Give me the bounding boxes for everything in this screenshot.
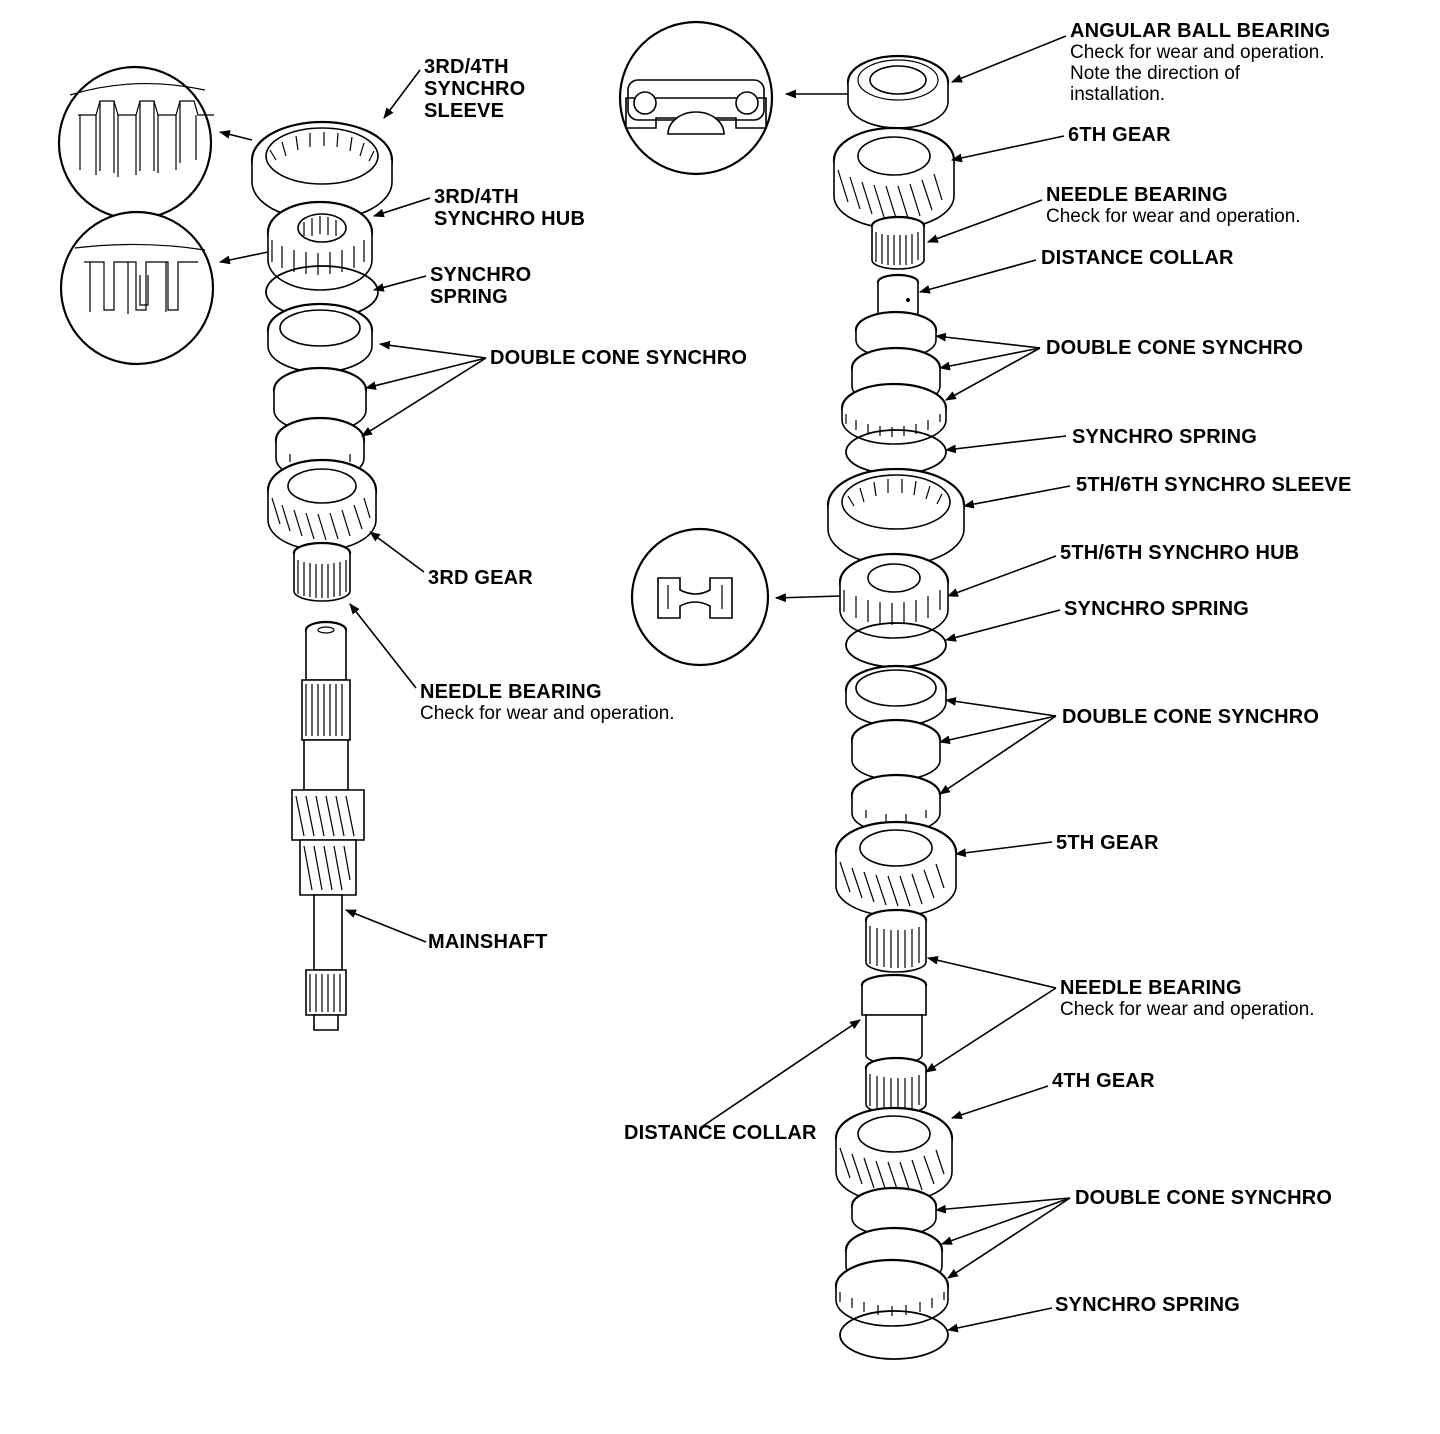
hub-teeth-detail-icon bbox=[59, 210, 215, 366]
label-note: Check for wear and operation. bbox=[1060, 999, 1315, 1020]
sleeve-teeth-detail-icon bbox=[57, 65, 214, 221]
label-synchro-spring-3: SYNCHRO SPRING bbox=[1055, 1294, 1240, 1316]
label-distance-collar-top: DISTANCE COLLAR bbox=[1041, 247, 1234, 269]
double-cone-synchro-left-icon bbox=[266, 302, 374, 481]
label-text: 5TH GEAR bbox=[1056, 832, 1159, 854]
label-text: DISTANCE COLLAR bbox=[1041, 247, 1234, 269]
label-text: NEEDLE BEARING bbox=[1060, 977, 1242, 999]
gear-6th-icon bbox=[832, 126, 956, 229]
label-synchro-hub-34: 3RD/4TH SYNCHRO HUB bbox=[434, 186, 585, 230]
label-double-cone-synchro-left: DOUBLE CONE SYNCHRO bbox=[490, 347, 747, 369]
label-text: NEEDLE BEARING bbox=[420, 681, 602, 703]
label-note: Check for wear and operation. bbox=[1046, 206, 1301, 227]
label-text: ANGULAR BALL BEARING bbox=[1070, 20, 1331, 42]
label-line: 3RD/4TH bbox=[434, 186, 519, 208]
label-double-cone-synchro-3: DOUBLE CONE SYNCHRO bbox=[1075, 1187, 1332, 1209]
gear-5th-icon bbox=[834, 820, 958, 917]
label-synchro-spring-left: SYNCHRO SPRING bbox=[430, 264, 531, 308]
needle-bearing-top-icon bbox=[870, 215, 926, 270]
label-text: 5TH/6TH SYNCHRO SLEEVE bbox=[1076, 474, 1352, 496]
synchro-hub-56-icon bbox=[838, 552, 950, 639]
hub-section-detail-icon bbox=[630, 527, 770, 667]
label-synchro-sleeve-34: 3RD/4TH SYNCHRO SLEEVE bbox=[424, 56, 525, 122]
label-text: 3RD GEAR bbox=[428, 567, 533, 589]
label-synchro-spring-2: SYNCHRO SPRING bbox=[1064, 598, 1249, 620]
label-synchro-hub-56: 5TH/6TH SYNCHRO HUB bbox=[1060, 542, 1299, 564]
shaft-icon bbox=[291, 620, 365, 1031]
label-text: SYNCHRO SPRING bbox=[1064, 598, 1250, 620]
label-text: DOUBLE CONE SYNCHRO bbox=[490, 347, 748, 369]
label-text: MAINSHAFT bbox=[428, 931, 548, 953]
label-double-cone-synchro-2: DOUBLE CONE SYNCHRO bbox=[1062, 706, 1319, 728]
label-text: SYNCHRO SPRING bbox=[1055, 1294, 1241, 1316]
synchro-sleeve-34-icon bbox=[250, 120, 394, 221]
gear-3rd-icon bbox=[266, 458, 378, 551]
label-angular-ball-bearing: ANGULAR BALL BEARING Check for wear and … bbox=[1070, 20, 1330, 105]
label-line: SYNCHRO HUB bbox=[434, 208, 586, 230]
label-line: SYNCHRO bbox=[424, 78, 526, 100]
label-synchro-sleeve-56: 5TH/6TH SYNCHRO SLEEVE bbox=[1076, 474, 1352, 496]
label-text: DISTANCE COLLAR bbox=[624, 1122, 817, 1144]
label-needle-bearing-top: NEEDLE BEARING Check for wear and operat… bbox=[1046, 184, 1301, 227]
needle-bearing-mid-icon bbox=[864, 908, 928, 973]
label-line: 3RD/4TH bbox=[424, 56, 509, 78]
label-needle-bearing-mid: NEEDLE BEARING Check for wear and operat… bbox=[1060, 977, 1315, 1020]
label-text: SYNCHRO SPRING bbox=[1072, 426, 1258, 448]
label-line: SYNCHRO bbox=[430, 264, 532, 286]
label-text: 4TH GEAR bbox=[1052, 1070, 1155, 1092]
needle-bearing-left-icon bbox=[292, 541, 352, 602]
distance-collar-top-icon bbox=[876, 273, 920, 320]
synchro-hub-34-icon bbox=[266, 200, 374, 291]
label-mainshaft: MAINSHAFT bbox=[428, 931, 548, 953]
label-text: DOUBLE CONE SYNCHRO bbox=[1062, 706, 1320, 728]
label-note: installation. bbox=[1070, 84, 1166, 105]
label-line: SPRING bbox=[430, 286, 508, 308]
label-gear-6th: 6TH GEAR bbox=[1068, 124, 1171, 146]
distance-collar-bottom-icon bbox=[860, 973, 928, 1065]
double-cone-synchro-3-icon bbox=[834, 1186, 950, 1327]
label-gear-3rd: 3RD GEAR bbox=[428, 567, 533, 589]
label-note: Check for wear and operation. bbox=[420, 703, 675, 724]
label-gear-5th: 5TH GEAR bbox=[1056, 832, 1159, 854]
label-text: 5TH/6TH SYNCHRO HUB bbox=[1060, 542, 1300, 564]
label-synchro-spring-1: SYNCHRO SPRING bbox=[1072, 426, 1257, 448]
ball-bearing-detail-icon bbox=[618, 20, 774, 176]
gear-4th-icon bbox=[834, 1106, 954, 1203]
label-text: DOUBLE CONE SYNCHRO bbox=[1075, 1187, 1333, 1209]
angular-ball-bearing-icon bbox=[846, 54, 950, 129]
label-gear-4th: 4TH GEAR bbox=[1052, 1070, 1155, 1092]
synchro-spring-3-icon bbox=[839, 1310, 949, 1360]
label-line: SLEEVE bbox=[424, 100, 505, 122]
label-distance-collar-bottom: DISTANCE COLLAR bbox=[624, 1122, 817, 1144]
label-needle-bearing-left: NEEDLE BEARING Check for wear and operat… bbox=[420, 681, 675, 724]
label-double-cone-synchro-1: DOUBLE CONE SYNCHRO bbox=[1046, 337, 1303, 359]
label-text: NEEDLE BEARING bbox=[1046, 184, 1228, 206]
needle-bearing-bottom-icon bbox=[864, 1056, 928, 1115]
label-note: Note the direction of bbox=[1070, 63, 1241, 84]
label-text: 6TH GEAR bbox=[1068, 124, 1171, 146]
label-note: Check for wear and operation. bbox=[1070, 42, 1325, 63]
double-cone-synchro-2-icon bbox=[844, 664, 948, 834]
double-cone-synchro-1-icon bbox=[840, 310, 948, 445]
label-text: DOUBLE CONE SYNCHRO bbox=[1046, 337, 1304, 359]
synchro-sleeve-56-icon bbox=[826, 467, 966, 566]
